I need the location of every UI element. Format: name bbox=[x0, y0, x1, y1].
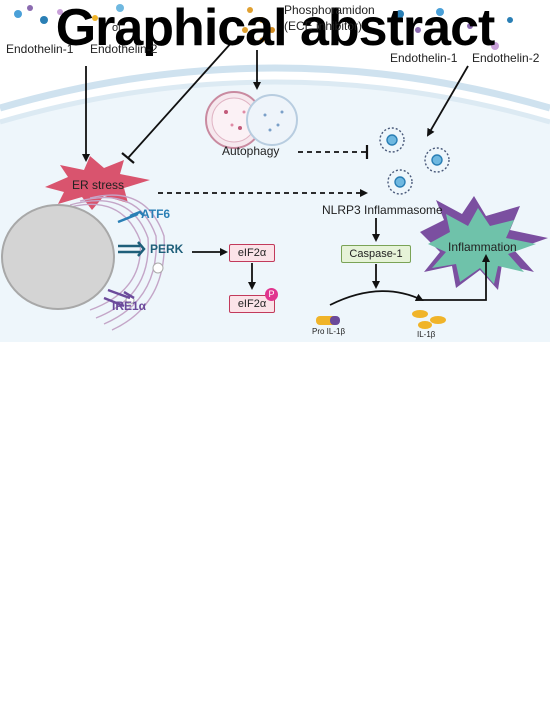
label-pro-il1b: Pro IL-1β bbox=[312, 327, 346, 336]
label-endothelin-1-right: Endothelin-1 bbox=[390, 51, 458, 65]
inflammation-burst bbox=[420, 196, 548, 290]
pro-il1b-icon bbox=[316, 316, 340, 325]
er-membrane-icon bbox=[59, 194, 165, 331]
inflammasome-icon bbox=[379, 127, 450, 195]
label-er-stress: ER stress bbox=[72, 178, 125, 192]
eif2a-box: eIF2α bbox=[229, 244, 275, 262]
label-atf6: ATF6 bbox=[141, 207, 171, 221]
graphical-abstract: Graphical abstract Endothelin-1 Endothel… bbox=[0, 0, 550, 342]
ligand-dots-left bbox=[14, 4, 124, 24]
atf6-receptor-icon bbox=[117, 210, 145, 224]
autophagosome-icon bbox=[205, 91, 298, 149]
label-endothelin-2-right: Endothelin-2 bbox=[472, 51, 540, 65]
inhibition-phosphoramidon-er-stress bbox=[121, 41, 233, 164]
label-phosphoramidon: Phosphoramidon bbox=[284, 3, 375, 17]
label-endothelin-1-left: Endothelin-1 bbox=[6, 42, 74, 56]
diagram-canvas bbox=[0, 4, 550, 342]
label-perk: PERK bbox=[150, 242, 184, 256]
label-endothelin-2-left: Endothelin-2 bbox=[90, 42, 158, 56]
label-ire1a: IRE1α bbox=[112, 299, 147, 313]
phospho-badge: P bbox=[265, 288, 278, 301]
il1b-icon bbox=[412, 310, 446, 329]
inhibition-autophagy-inflammasome bbox=[298, 145, 369, 159]
arrow-endothelin-to-inflammasome bbox=[426, 65, 469, 137]
cleavage-curve bbox=[329, 254, 490, 306]
ligand-dots-right bbox=[396, 8, 513, 50]
label-ece-inhibitor: (ECE inhibitor) bbox=[284, 19, 363, 33]
perk-receptor-icon bbox=[118, 241, 146, 257]
cell-membrane bbox=[0, 64, 550, 342]
ire1a-receptor-icon bbox=[103, 288, 135, 308]
nucleus-icon bbox=[1, 204, 115, 310]
label-il1b: IL-1β bbox=[417, 330, 436, 339]
label-autophagy: Autophagy bbox=[222, 144, 280, 158]
figure-title: Graphical abstract bbox=[55, 0, 496, 57]
label-inflammation: Inflammation bbox=[448, 240, 517, 254]
label-nlrp3-inflammasome: NLRP3 Inflammasome bbox=[322, 203, 443, 217]
label-cut-text: ol bbox=[112, 22, 121, 34]
ligand-dots-middle bbox=[242, 7, 275, 43]
caspase-1-box: Caspase-1 bbox=[341, 245, 411, 263]
eif2a-phospho-box: eIF2α bbox=[229, 295, 275, 313]
